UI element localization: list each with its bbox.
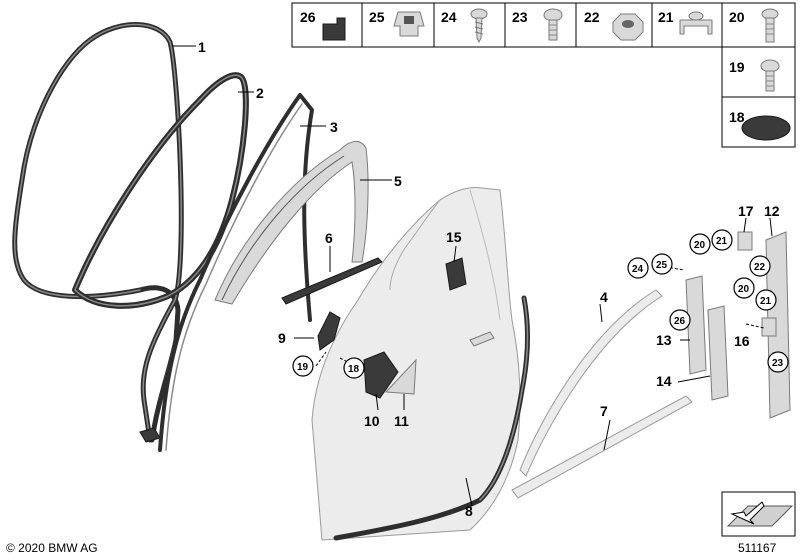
circled-callout-25: 25 <box>651 253 673 275</box>
rubber-block-icon <box>322 17 346 41</box>
window-channel-trim <box>214 141 369 305</box>
callout-15: 15 <box>446 229 462 245</box>
callout-12: 12 <box>764 203 780 219</box>
clip-icon <box>393 11 425 37</box>
callout-14: 14 <box>656 373 672 389</box>
callout-10: 10 <box>364 413 380 429</box>
leader-lines <box>172 45 773 507</box>
callout-11: 11 <box>394 413 409 429</box>
grid-label-24: 24 <box>441 9 457 25</box>
door-lower-seal <box>333 295 531 541</box>
fastener-grid: 26 25 24 23 22 21 20 19 18 <box>291 2 796 148</box>
grid-label-19: 19 <box>729 59 745 75</box>
circled-callout-26: 26 <box>669 309 691 331</box>
circled-callout-22: 22 <box>749 255 771 277</box>
callout-2: 2 <box>256 85 264 101</box>
callout-1: 1 <box>198 39 206 55</box>
window-slot-strip <box>281 257 383 305</box>
circled-callout-18: 18 <box>343 357 365 379</box>
mirror-base <box>363 351 399 399</box>
callout-17: 17 <box>738 203 754 219</box>
svg-text:25: 25 <box>656 260 668 271</box>
bracket-16 <box>761 317 777 337</box>
b-pillar-trim-upper <box>685 275 707 375</box>
bracket-17 <box>737 231 753 251</box>
svg-text:23: 23 <box>772 358 784 369</box>
svg-text:18: 18 <box>348 364 360 375</box>
grid-label-18: 18 <box>729 109 745 125</box>
door-sill-trim <box>511 395 693 499</box>
copyright-text: © 2020 BMW AG <box>6 541 98 555</box>
spring-nut-icon <box>679 11 713 35</box>
window-frame-seal <box>158 93 314 452</box>
circled-callout-20: 20 <box>689 233 711 255</box>
grid-label-26: 26 <box>300 9 316 25</box>
svg-text:26: 26 <box>674 316 686 327</box>
grid-label-20: 20 <box>729 9 745 25</box>
door-seal-inner <box>72 72 249 309</box>
upper-bracket <box>445 257 467 291</box>
svg-text:19: 19 <box>297 362 309 373</box>
bolt-icon <box>761 8 779 43</box>
circled-callout-21b: 21 <box>755 289 777 311</box>
callout-9: 9 <box>278 330 286 346</box>
circled-callout-21: 21 <box>711 229 733 251</box>
svg-text:20: 20 <box>738 284 750 295</box>
callout-4: 4 <box>600 289 608 305</box>
screw-icon <box>760 59 780 92</box>
svg-text:20: 20 <box>694 240 706 251</box>
svg-text:21: 21 <box>760 296 772 307</box>
mirror-triangle-cover <box>384 358 417 395</box>
b-pillar-trim-lower <box>707 305 729 401</box>
diagram-number: 511167 <box>738 541 777 555</box>
grid-label-23: 23 <box>512 9 528 25</box>
grid-label-25: 25 <box>369 9 385 25</box>
svg-text:24: 24 <box>632 264 644 275</box>
svg-text:21: 21 <box>716 236 728 247</box>
grid-label-21: 21 <box>658 9 674 25</box>
mirror-bracket <box>317 311 341 351</box>
circled-callout-19: 19 <box>292 355 314 377</box>
svg-text:22: 22 <box>754 262 766 273</box>
callout-7: 7 <box>600 403 608 419</box>
adhesive-pad-icon <box>741 115 791 141</box>
tapping-screw-icon <box>470 8 488 44</box>
nut-icon <box>612 13 644 41</box>
callout-6: 6 <box>325 230 333 246</box>
grid-label-22: 22 <box>584 9 600 25</box>
circled-callout-24: 24 <box>627 257 649 279</box>
callout-13: 13 <box>656 332 672 348</box>
callout-8: 8 <box>465 503 473 519</box>
door-seal-outer <box>12 22 184 443</box>
arrow-plane-icon <box>721 491 796 537</box>
bolt-icon <box>543 8 563 41</box>
callout-3: 3 <box>330 119 338 135</box>
window-trim-strip <box>519 289 663 477</box>
circled-callout-23: 23 <box>767 351 789 373</box>
circled-callout-20b: 20 <box>733 277 755 299</box>
callout-16: 16 <box>734 333 750 349</box>
callout-5: 5 <box>394 173 402 189</box>
